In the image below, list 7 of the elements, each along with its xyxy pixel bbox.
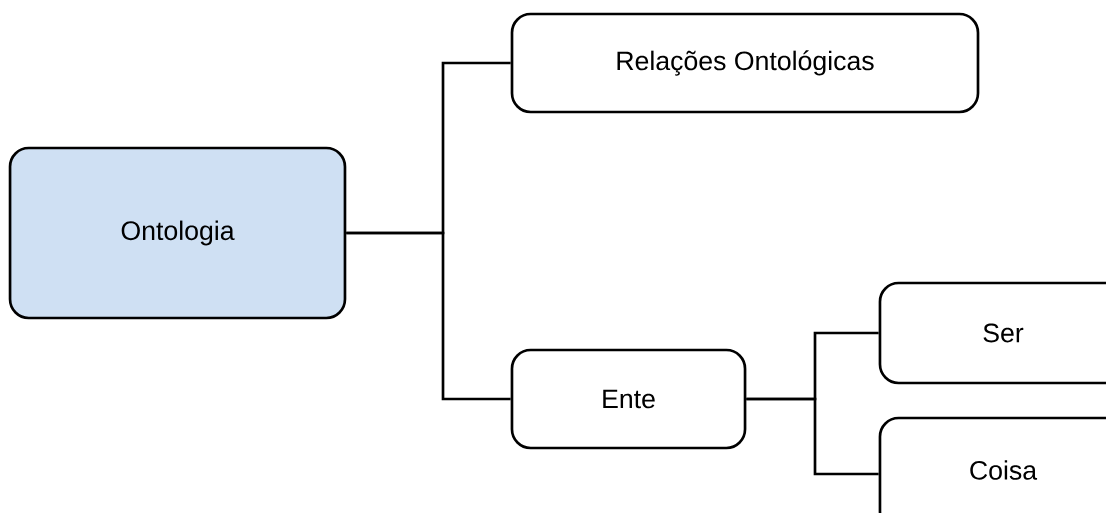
connector [346,231,511,401]
process-box: Ontologia [8,146,347,320]
process-box: Coisa [878,416,1106,513]
process-box: Ser [878,281,1106,385]
connector [746,397,879,476]
process-box: Ente [510,348,747,450]
process-box: Relações Ontológicas [510,12,980,114]
